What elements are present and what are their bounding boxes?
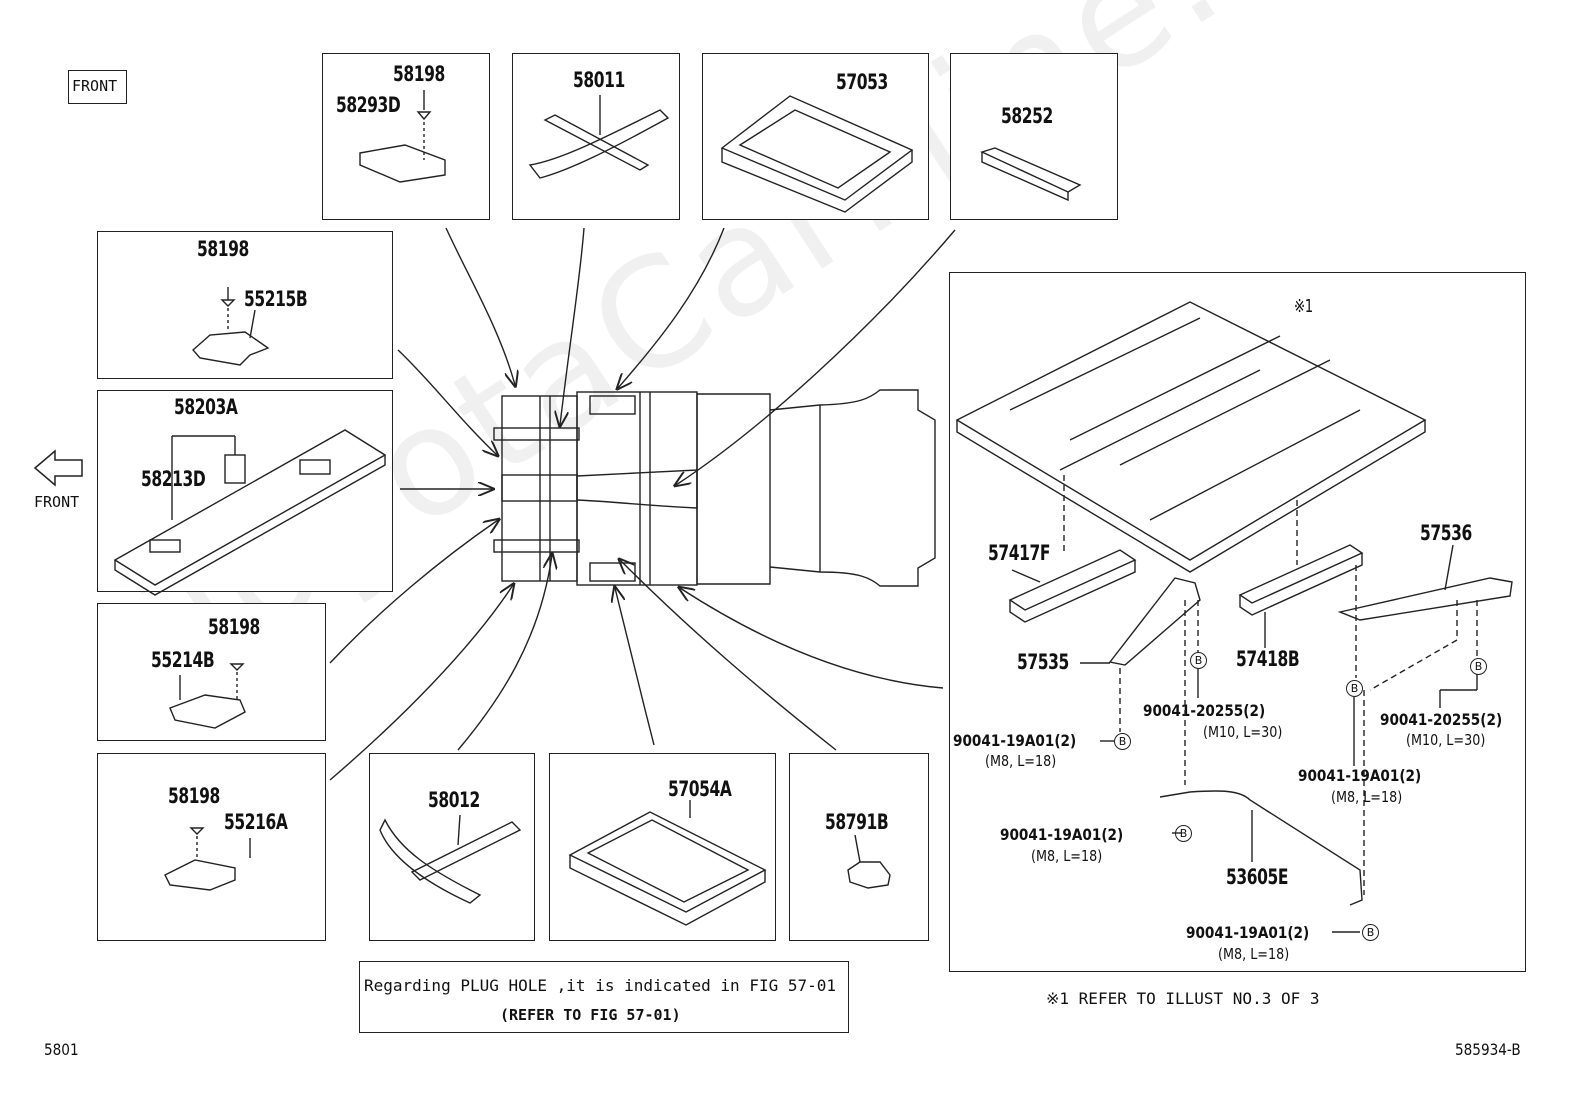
part-box-55216A[interactable] [97, 753, 326, 941]
part-number-58198-b: 58198 [208, 615, 260, 639]
bolt-spec: (M8, L=18) [985, 752, 1057, 770]
bolt-part-number: 90041-19A01(2) [1186, 923, 1310, 942]
front-indicator-box: FRONT [68, 70, 127, 104]
bolt-part-number: 90041-20255(2) [1143, 701, 1266, 720]
part-number-57536: 57536 [1420, 521, 1472, 545]
page-number-left: 5801 [44, 1040, 79, 1059]
page-number-right: 585934-B [1455, 1040, 1521, 1059]
part-number-58213D: 58213D [141, 467, 206, 491]
bolt-spec: (M8, L=18) [1331, 788, 1403, 806]
part-number-58791B: 58791B [825, 810, 889, 834]
part-number-57053: 57053 [836, 70, 888, 94]
part-number-58198-a: 58198 [197, 237, 249, 261]
part-box-57053[interactable] [702, 53, 929, 220]
b-circle-marker: B [1470, 658, 1487, 675]
bolt-part-number: 90041-19A01(2) [1000, 825, 1124, 844]
part-number-58198-top: 58198 [393, 62, 445, 86]
part-box-58791B[interactable] [789, 753, 929, 941]
part-box-55215B[interactable] [97, 231, 393, 379]
bolt-spec: (M8, L=18) [1031, 847, 1103, 865]
b-circle-marker: B [1362, 924, 1379, 941]
part-number-57417F: 57417F [988, 541, 1051, 565]
bolt-spec: (M10, L=30) [1203, 723, 1283, 741]
plug-hole-note-line2[interactable]: (REFER TO FIG 57-01) [500, 1006, 681, 1024]
refer-illust-note: ※1 REFER TO ILLUST NO.3 OF 3 [1046, 989, 1320, 1008]
bolt-spec: (M8, L=18) [1218, 945, 1290, 963]
front-indicator-label: FRONT [72, 77, 118, 95]
part-number-57054A: 57054A [668, 777, 732, 801]
part-number-57535: 57535 [1017, 650, 1069, 674]
part-box-57054A[interactable] [549, 753, 776, 941]
part-number-53605E: 53605E [1226, 865, 1289, 889]
bolt-part-number: 90041-20255(2) [1380, 710, 1503, 729]
part-box-55214B[interactable] [97, 603, 326, 741]
part-number-55216A: 55216A [224, 810, 288, 834]
b-circle-marker: B [1346, 680, 1363, 697]
part-number-58293D: 58293D [336, 93, 401, 117]
part-box-58203A[interactable] [97, 390, 393, 592]
plug-hole-note [359, 961, 849, 1033]
bolt-part-number: 90041-19A01(2) [1298, 766, 1422, 785]
ref-mark: ※1 [1294, 296, 1313, 317]
part-number-58203A: 58203A [174, 395, 238, 419]
front-arrow-icon [33, 449, 83, 487]
bolt-spec: (M10, L=30) [1406, 731, 1486, 749]
floor-plan-top-view [493, 389, 936, 587]
part-number-58198-c: 58198 [168, 784, 220, 808]
bolt-part-number: 90041-19A01(2) [953, 731, 1077, 750]
part-number-55215B: 55215B [244, 287, 308, 311]
plug-hole-note-line1: Regarding PLUG HOLE ,it is indicated in … [364, 976, 837, 995]
front-arrow-label: FRONT [34, 493, 80, 511]
floor-assembly-box[interactable] [949, 272, 1526, 972]
part-box-58293D[interactable] [322, 53, 490, 220]
part-number-57418B: 57418B [1236, 647, 1300, 671]
part-number-58012: 58012 [428, 788, 480, 812]
part-number-58252: 58252 [1001, 104, 1053, 128]
part-box-58012[interactable] [369, 753, 535, 941]
part-box-58252[interactable] [950, 53, 1118, 220]
part-number-55214B: 55214B [151, 648, 215, 672]
b-circle-marker: B [1114, 733, 1131, 750]
part-number-58011: 58011 [573, 68, 625, 92]
